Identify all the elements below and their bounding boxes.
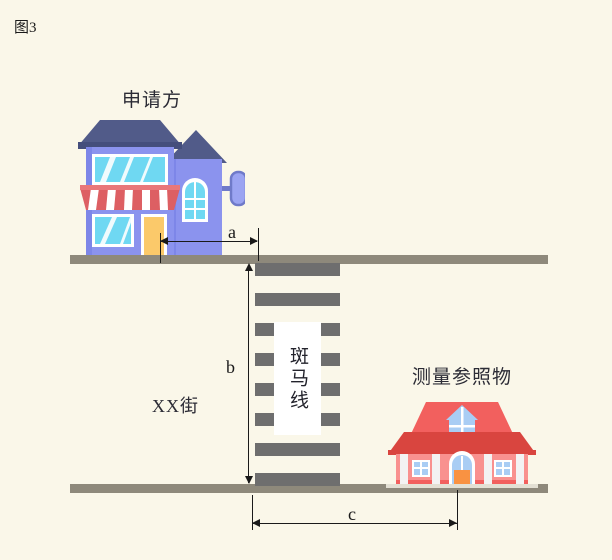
figure-caption: 图3 — [14, 20, 37, 36]
dimension-b-arrow-bottom — [245, 476, 253, 484]
crosswalk-stripe — [255, 383, 279, 396]
crosswalk-label-plate: 斑马线 — [274, 322, 321, 435]
dimension-c-line — [253, 523, 457, 524]
shop-main — [78, 120, 182, 258]
dimension-b-label: b — [226, 357, 235, 377]
dimension-b-line — [248, 266, 249, 483]
crosswalk-stripe — [255, 413, 279, 426]
reference-building — [386, 392, 538, 488]
ref-columns — [400, 454, 524, 488]
crosswalk-stripe — [316, 353, 340, 366]
dimension-b-arrow-top — [245, 263, 253, 271]
shop-awning — [80, 185, 180, 210]
dimension-a-tick-right — [258, 228, 259, 261]
applicant-building — [70, 116, 248, 258]
applicant-label: 申请方 — [122, 90, 183, 111]
reference-object-label: 测量参照物 — [412, 367, 513, 388]
dimension-c-tick-left — [252, 495, 253, 530]
crosswalk-stripe — [255, 443, 340, 456]
ref-door — [449, 451, 475, 488]
street-label: XX街 — [152, 396, 199, 416]
road-top-edge — [70, 255, 548, 264]
crosswalk-stripe — [255, 323, 279, 336]
crosswalk-stripe — [255, 293, 340, 306]
crosswalk-stripe — [316, 323, 340, 336]
dimension-a-tick-left — [160, 233, 161, 263]
crosswalk-stripe — [316, 413, 340, 426]
dimension-c-arrow-right — [449, 519, 457, 527]
dimension-a-arrow-left — [160, 237, 168, 245]
ref-dormer — [446, 405, 478, 436]
dimension-c-tick-right — [457, 490, 458, 530]
dimension-a-line — [161, 241, 257, 242]
crosswalk-stripe — [255, 263, 340, 276]
crosswalk-stripe — [255, 353, 279, 366]
dimension-a-arrow-right — [250, 237, 258, 245]
dimension-c-label: c — [348, 504, 356, 524]
dimension-a-label: a — [228, 222, 236, 242]
crosswalk-stripe — [255, 473, 340, 486]
crosswalk-label: 斑马线 — [287, 345, 308, 412]
crosswalk-stripe — [316, 383, 340, 396]
road-bottom-edge — [70, 484, 548, 493]
dimension-c-arrow-left — [252, 519, 260, 527]
